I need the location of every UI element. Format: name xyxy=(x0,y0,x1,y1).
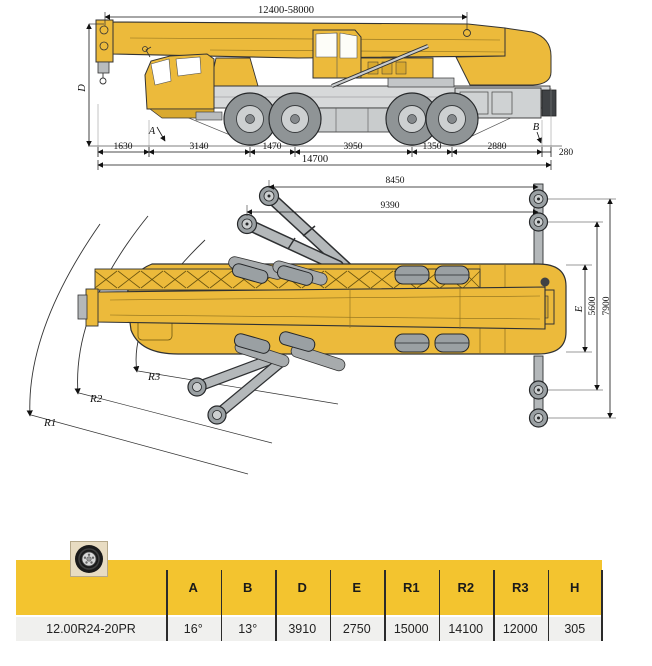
dim-overall-height: D xyxy=(77,23,104,147)
header-col: R2 xyxy=(457,580,475,595)
wheels-top xyxy=(231,263,470,354)
header-col: D xyxy=(297,580,307,595)
dim-outrigger-width-full: 7900 xyxy=(548,198,616,419)
dim-outrigger-width-mid: 5600 xyxy=(548,221,603,391)
value-cell: 12000 xyxy=(502,622,538,636)
dim-overall-length-label: 14700 xyxy=(302,154,328,165)
dim-segment: 1470 xyxy=(263,142,282,152)
dim-segment: 1350 xyxy=(423,142,442,152)
dim-segment: 280 xyxy=(559,148,574,158)
value-cell: 15000 xyxy=(393,622,429,636)
header-col: A xyxy=(188,580,198,595)
dim-boom-range-label: 12400-58000 xyxy=(258,5,314,16)
dim-span-front-label: 8450 xyxy=(386,176,405,186)
tire-spec-cell: 12.00R24-20PR xyxy=(46,622,136,636)
dim-outrigger-span-front: 8450 xyxy=(268,176,539,190)
boom-head xyxy=(95,19,114,85)
tire-photo-icon xyxy=(70,541,108,577)
dim-width-full-label: 7900 xyxy=(602,296,612,315)
dim-body-width: E xyxy=(566,264,592,353)
outrigger-float xyxy=(187,377,207,397)
dim-segment: 3140 xyxy=(190,142,209,152)
wheel xyxy=(385,92,439,146)
mirror xyxy=(145,46,152,58)
value-cell: 16° xyxy=(183,622,203,636)
dim-outrigger-span-rear: 9390 xyxy=(246,201,539,216)
column-separator xyxy=(275,570,277,641)
column-separator xyxy=(329,570,331,641)
column-separator xyxy=(547,570,549,641)
radius-leader xyxy=(78,392,273,444)
value-cell: 14100 xyxy=(448,622,484,636)
boom-top-view xyxy=(77,286,546,330)
value-cell: 3910 xyxy=(288,622,317,636)
wheel xyxy=(223,92,277,146)
value-cell: 2750 xyxy=(342,622,371,636)
wheel xyxy=(425,92,479,146)
wheel xyxy=(268,92,322,146)
driver-cab xyxy=(142,46,223,121)
telescopic-boom xyxy=(111,21,552,86)
dim-width-e-label: E xyxy=(574,305,585,313)
spec-table-header: A B D E R1 R2 R3 H xyxy=(16,560,602,615)
outrigger-float xyxy=(528,408,549,428)
front-outriggers xyxy=(187,185,353,425)
rear-hook-block xyxy=(541,89,557,117)
dim-span-rear-label: 9390 xyxy=(381,201,400,211)
radius-leader xyxy=(137,370,339,405)
dim-height-label: D xyxy=(77,84,88,93)
column-separator xyxy=(166,570,168,641)
side-view-drawing: 12400-58000 D A B 1630 3140 1470 3950 13… xyxy=(77,5,574,170)
header-col: R1 xyxy=(402,580,420,595)
outrigger-float xyxy=(528,189,549,209)
value-cell: 13° xyxy=(238,622,258,636)
spec-table: A B D E R1 R2 R3 H 12.00R24-20PR 16° 13°… xyxy=(16,560,602,641)
spec-table-row: 12.00R24-20PR 16° 13° 3910 2750 15000 14… xyxy=(16,617,602,641)
outrigger-float xyxy=(236,213,258,235)
dim-chain xyxy=(97,88,552,157)
dim-segment: 2880 xyxy=(488,142,507,152)
boom-rest-bracket xyxy=(209,57,259,87)
header-col: R3 xyxy=(511,580,529,595)
column-separator xyxy=(384,570,386,641)
outrigger-float xyxy=(207,405,227,425)
top-view-drawing: R1 R2 R3 xyxy=(26,176,616,475)
outrigger-float xyxy=(528,212,549,232)
radius-leader xyxy=(30,414,249,475)
column-separator xyxy=(601,570,603,641)
header-col: B xyxy=(243,580,253,595)
value-cell: 305 xyxy=(564,622,586,636)
boom-butt xyxy=(455,27,552,86)
approach-angle-label: A xyxy=(148,126,156,137)
dim-width-mid-label: 5600 xyxy=(588,296,598,315)
radius-label-r3: R3 xyxy=(147,371,161,383)
dim-overall-length: 14700 xyxy=(97,154,552,170)
radius-label-r2: R2 xyxy=(89,393,103,405)
rear-outriggers xyxy=(528,183,549,428)
column-separator xyxy=(493,570,495,641)
radius-arc-r1 xyxy=(26,223,101,417)
operator-cab xyxy=(312,29,362,79)
column-separator xyxy=(438,570,440,641)
dim-segment: 3950 xyxy=(344,142,363,152)
turning-radius-arcs xyxy=(26,215,339,475)
dim-segment: 1630 xyxy=(114,142,133,152)
dim-boom-length: 12400-58000 xyxy=(104,5,468,29)
radius-label-r1: R1 xyxy=(43,417,56,429)
outrigger-float xyxy=(528,380,549,400)
wheels-side xyxy=(223,92,479,146)
header-col: H xyxy=(570,580,580,595)
header-col: E xyxy=(352,580,362,595)
outrigger-float xyxy=(258,185,280,207)
turntable xyxy=(387,77,455,88)
departure-angle-label: B xyxy=(533,122,540,133)
column-separator xyxy=(220,570,222,641)
